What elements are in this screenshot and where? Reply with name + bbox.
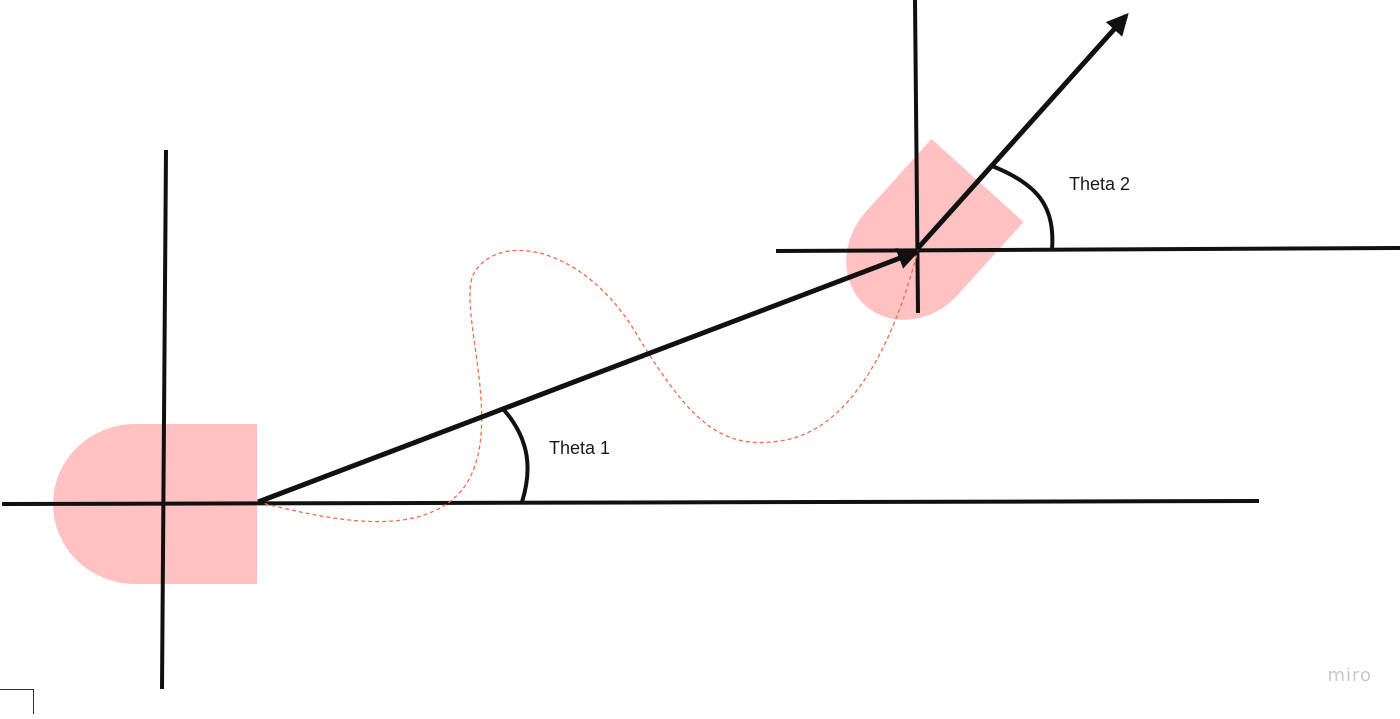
- theta2-label: Theta 2: [1069, 174, 1130, 194]
- displacement-arrow: [257, 248, 920, 505]
- goal-heading-arrow: [916, 13, 1129, 250]
- trajectory-path: [257, 249, 919, 523]
- start-y-axis: [160, 149, 168, 690]
- miro-watermark: miro: [1327, 665, 1372, 686]
- theta2-arc: [991, 164, 1055, 251]
- start-x-axis: [1, 499, 1260, 506]
- theta1-arc: [502, 408, 530, 503]
- corner-frame: [0, 689, 34, 714]
- theta1-label: Theta 1: [549, 438, 610, 458]
- goal-x-axis: [775, 246, 1400, 253]
